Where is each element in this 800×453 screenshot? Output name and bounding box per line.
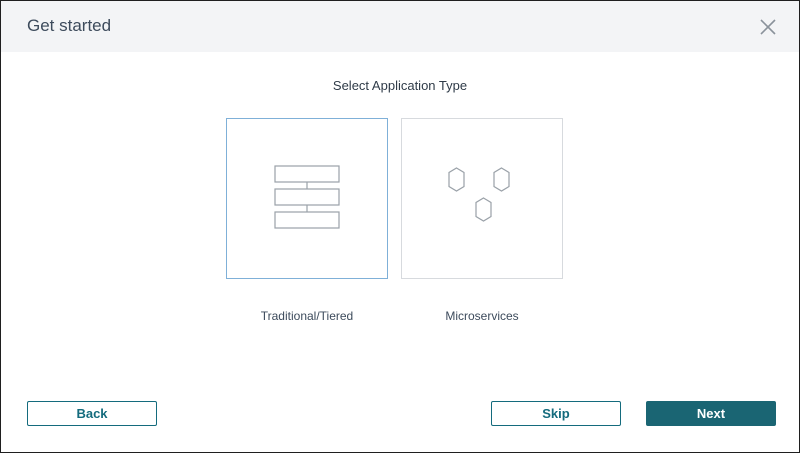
dialog-header: Get started — [1, 1, 799, 52]
option-card-traditional-tiered[interactable] — [226, 118, 388, 279]
next-button[interactable]: Next — [646, 401, 776, 426]
select-application-type-heading: Select Application Type — [332, 78, 468, 93]
hexagons-icon — [448, 167, 510, 222]
option-label-microservices: Microservices — [445, 309, 519, 323]
skip-button[interactable]: Skip — [491, 401, 621, 426]
dialog-title: Get started — [27, 16, 112, 35]
close-icon[interactable] — [757, 16, 779, 38]
tiered-layers-icon — [274, 165, 340, 229]
option-label-traditional-tiered: Traditional/Tiered — [260, 309, 354, 323]
back-button[interactable]: Back — [27, 401, 157, 426]
option-card-microservices[interactable] — [401, 118, 563, 279]
